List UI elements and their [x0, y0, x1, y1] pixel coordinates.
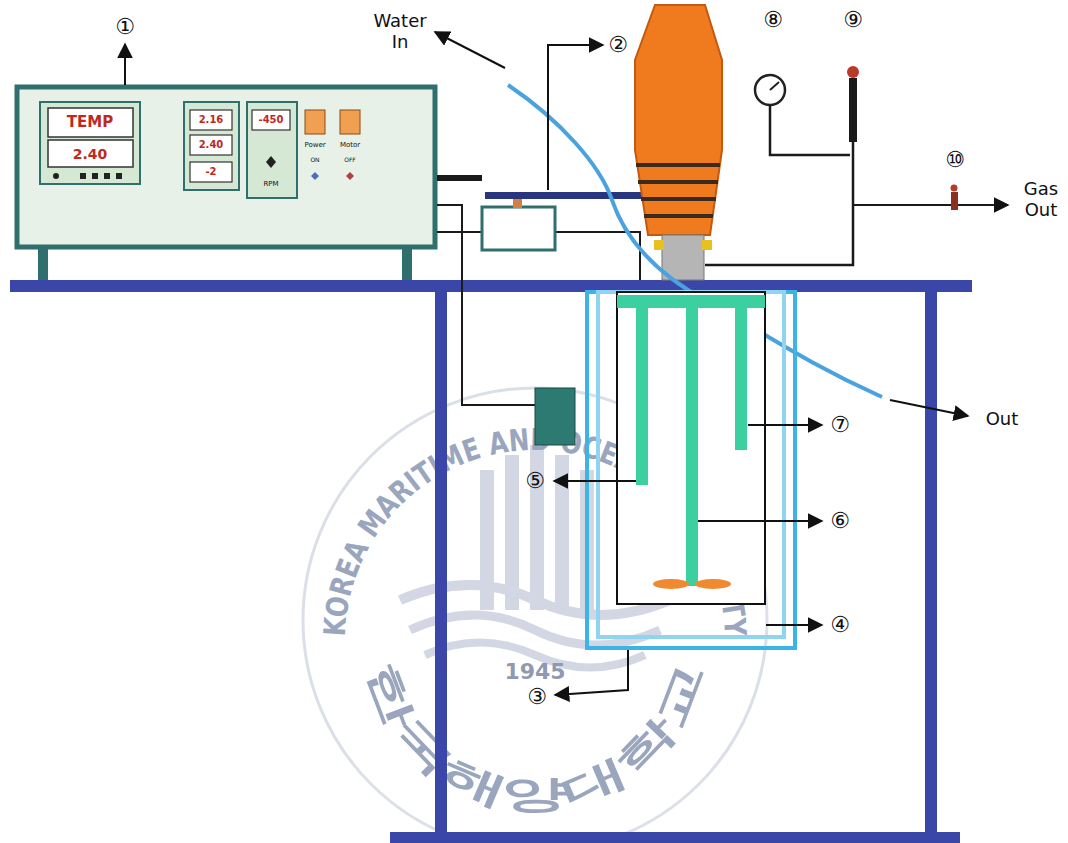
display-text: -450	[258, 114, 283, 126]
callout-number: ④	[830, 612, 850, 637]
callout-number: ⑨	[843, 7, 863, 32]
callout-number: ②	[608, 32, 628, 57]
display-text: 2.40	[73, 146, 108, 162]
flow-label: Out	[986, 409, 1019, 430]
flow-label: Gas Out	[1019, 179, 1063, 220]
callout-number: ⑧	[763, 7, 783, 32]
callout-number: ⑥	[830, 508, 850, 533]
display-text: 2.40	[199, 139, 224, 151]
display-text: 2.16	[199, 114, 224, 126]
watermark-text: 한국해양대학교	[359, 656, 712, 816]
reactor-vessel	[535, 292, 795, 648]
controller	[17, 87, 435, 280]
callout-number: ①	[115, 14, 135, 39]
callout-number: ⑩	[945, 147, 965, 172]
panel-text: Power	[304, 141, 325, 149]
display-text: -2	[205, 166, 216, 178]
watermark-text: 한국해양대학교	[359, 656, 712, 816]
callout-number: ⑤	[525, 468, 545, 493]
panel-text: ON	[310, 157, 319, 164]
callout-number: ③	[527, 684, 547, 709]
table	[10, 280, 972, 843]
flow-label: Water In	[371, 11, 429, 52]
callout-number: ⑦	[830, 412, 850, 437]
panel-text: OFF	[344, 157, 356, 164]
stirrer-motor	[635, 5, 722, 280]
watermark-text: 1945	[504, 659, 565, 684]
panel-text: RPM	[263, 180, 278, 188]
panel-text: Motor	[340, 141, 360, 149]
display-text: TEMP	[67, 114, 113, 131]
